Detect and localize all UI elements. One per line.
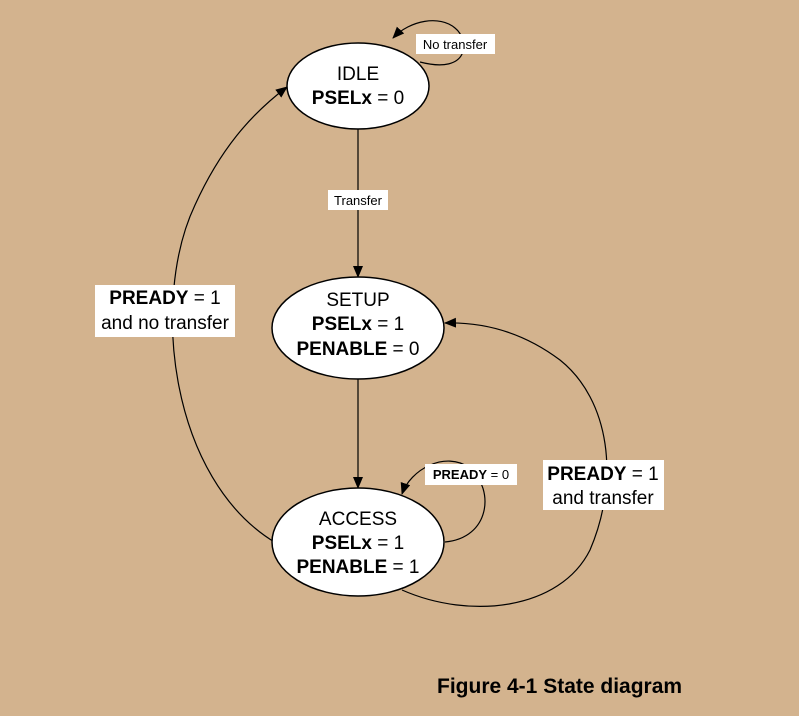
state-access-psel: PSELx = 1	[312, 533, 404, 554]
svg-text:and transfer: and transfer	[552, 488, 654, 509]
svg-text:PREADY = 0: PREADY = 0	[433, 467, 509, 482]
label-pready-1-transfer: PREADY = 1 and transfer	[543, 460, 664, 510]
label-pready-0: PREADY = 0	[425, 464, 517, 485]
state-setup-psel: PSELx = 1	[312, 314, 404, 335]
state-idle: IDLE PSELx = 0	[286, 42, 430, 130]
svg-text:and no transfer: and no transfer	[101, 313, 229, 334]
access-to-idle-arrow	[171, 86, 288, 544]
svg-text:PREADY = 1: PREADY = 1	[109, 288, 220, 309]
state-access-name: ACCESS	[319, 509, 397, 530]
svg-text:No transfer: No transfer	[423, 37, 488, 52]
label-pready-1-no-transfer: PREADY = 1 and no transfer	[95, 285, 235, 337]
idle-self-loop-arrow	[392, 20, 465, 66]
state-idle-name: IDLE	[337, 64, 379, 85]
state-idle-psel: PSELx = 0	[312, 88, 404, 109]
label-transfer: Transfer	[328, 190, 388, 210]
label-no-transfer: No transfer	[416, 34, 495, 54]
state-access-penable: PENABLE = 1	[296, 557, 419, 578]
state-setup-name: SETUP	[326, 290, 389, 311]
svg-text:PREADY = 1: PREADY = 1	[547, 464, 658, 485]
state-access: ACCESS PSELx = 1 PENABLE = 1	[271, 487, 445, 597]
state-setup: SETUP PSELx = 1 PENABLE = 0	[271, 276, 445, 380]
figure-caption: Figure 4-1 State diagram	[437, 675, 682, 698]
svg-text:Transfer: Transfer	[334, 193, 383, 208]
state-setup-penable: PENABLE = 0	[296, 339, 419, 360]
